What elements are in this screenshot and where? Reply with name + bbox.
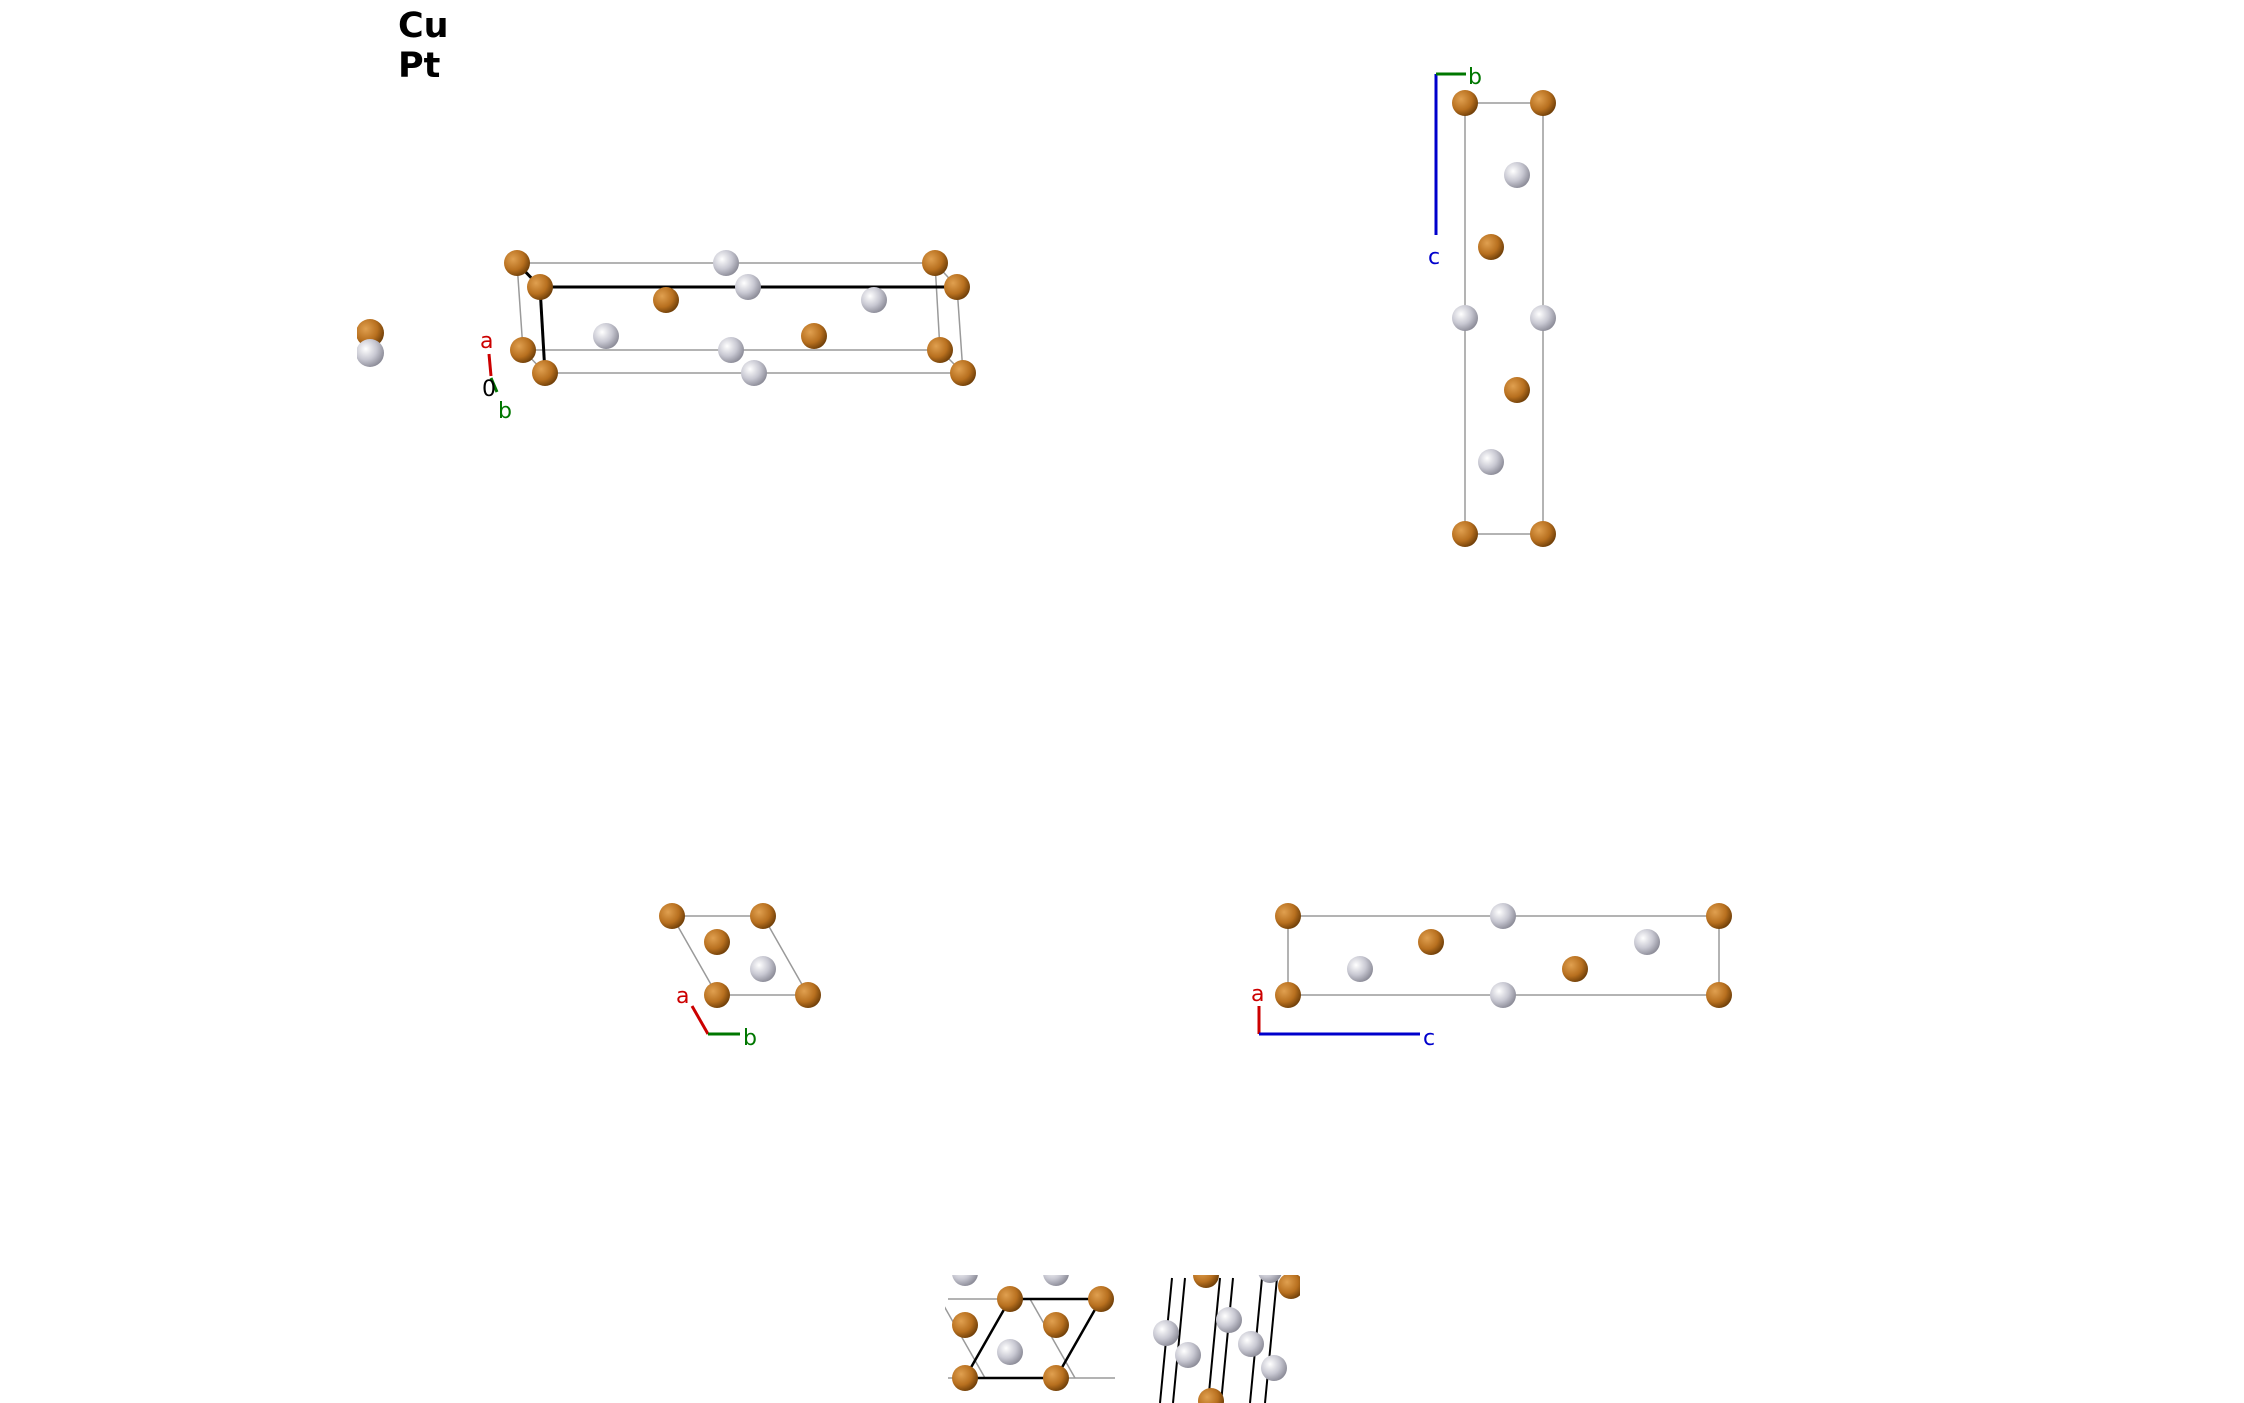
pt-atom — [1043, 1275, 1069, 1286]
cu-atom — [357, 319, 384, 347]
atoms-along-c — [659, 903, 821, 1008]
pt-atom — [1478, 449, 1504, 475]
supercell-inset-left — [945, 1275, 1115, 1391]
pt-atom — [718, 337, 744, 363]
pt-atom — [593, 323, 619, 349]
cu-atom — [1418, 929, 1444, 955]
axis-triad-along-b: a c — [1251, 982, 1435, 1051]
pt-atom — [861, 287, 887, 313]
cu-atom — [532, 360, 558, 386]
view-along-c: a b — [659, 903, 821, 1051]
pt-atom — [750, 956, 776, 982]
pt-atom — [741, 360, 767, 386]
cu-atom — [997, 1286, 1023, 1312]
cu-atom — [1198, 1388, 1224, 1403]
pt-atom — [1216, 1307, 1242, 1333]
pt-atom — [1153, 1320, 1179, 1346]
cu-atom — [504, 250, 530, 276]
pt-atom — [1634, 929, 1660, 955]
pt-atom — [735, 274, 761, 300]
pt-atom — [1490, 903, 1516, 929]
axis-c-label: c — [1428, 245, 1440, 270]
axis-a-label: a — [1251, 982, 1264, 1007]
atoms-perspective — [504, 250, 976, 386]
cu-atom — [1193, 1275, 1219, 1288]
pt-atom — [1504, 162, 1530, 188]
cu-atom — [1504, 377, 1530, 403]
pt-atom — [1238, 1331, 1264, 1357]
cu-atom — [527, 274, 553, 300]
pt-atom — [997, 1339, 1023, 1365]
pt-atom — [1530, 305, 1556, 331]
axis-a-label: a — [676, 984, 689, 1009]
axis-triad-perspective: a 0 b — [480, 329, 512, 424]
pt-atom — [357, 339, 384, 367]
legend-cu-label: Cu — [398, 6, 449, 46]
unit-cell-outline — [670, 915, 810, 996]
cu-atom — [944, 274, 970, 300]
view-along-b: a c — [1251, 903, 1732, 1051]
cu-atom — [1088, 1286, 1114, 1312]
axis-c-label: c — [1423, 1026, 1435, 1051]
edge-atoms-partial — [357, 319, 384, 367]
legend-pt-label: Pt — [398, 46, 441, 86]
pt-atom — [1347, 956, 1373, 982]
cu-atom — [1562, 956, 1588, 982]
cu-atom — [1043, 1365, 1069, 1391]
cu-atom — [1530, 90, 1556, 116]
axis-origin-label: 0 — [482, 377, 496, 402]
perspective-view: a 0 b — [357, 250, 976, 424]
pt-atom — [952, 1275, 978, 1286]
axis-b-label: b — [498, 399, 512, 424]
cu-atom — [1706, 903, 1732, 929]
cu-atom — [950, 360, 976, 386]
cu-atom — [952, 1312, 978, 1338]
cu-atom — [1452, 90, 1478, 116]
atoms-along-a — [1452, 90, 1556, 547]
pt-atom — [1175, 1342, 1201, 1368]
cu-atom — [952, 1365, 978, 1391]
pt-atom — [1452, 305, 1478, 331]
pt-atom — [713, 250, 739, 276]
cu-atom — [1530, 521, 1556, 547]
cu-atom — [1275, 903, 1301, 929]
cu-atom — [795, 982, 821, 1008]
cu-atom — [1706, 982, 1732, 1008]
cu-atom — [801, 323, 827, 349]
axis-b-label: b — [1468, 65, 1482, 90]
element-legend: Cu Pt — [398, 6, 449, 86]
cu-atom — [704, 929, 730, 955]
cu-atom — [750, 903, 776, 929]
cu-atom — [927, 337, 953, 363]
cu-atom — [1452, 521, 1478, 547]
view-along-a: b c — [1428, 65, 1556, 547]
pt-atom — [1261, 1355, 1287, 1381]
cu-atom — [1278, 1275, 1300, 1299]
atoms-along-b — [1275, 903, 1732, 1008]
supercell-inset-right — [1153, 1275, 1300, 1403]
cu-atom — [704, 982, 730, 1008]
axis-triad-along-c: a b — [676, 984, 757, 1051]
cu-atom — [653, 287, 679, 313]
cu-atom — [922, 250, 948, 276]
axis-b-label: b — [743, 1026, 757, 1051]
cu-atom — [510, 337, 536, 363]
cu-atom — [1275, 982, 1301, 1008]
pt-atom — [1490, 982, 1516, 1008]
axis-a-label: a — [480, 329, 493, 354]
cu-atom — [659, 903, 685, 929]
cu-atom — [1043, 1312, 1069, 1338]
pt-atom — [1258, 1275, 1282, 1283]
cu-atom — [1478, 234, 1504, 260]
axis-triad-along-a: b c — [1428, 65, 1482, 270]
